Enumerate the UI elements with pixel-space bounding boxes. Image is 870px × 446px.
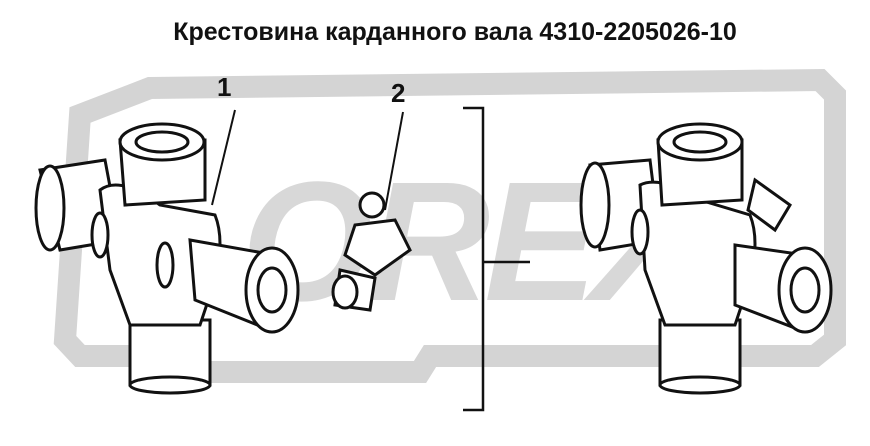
grease-fitting [331,191,412,312]
leader-line-2 [384,111,404,211]
callout-2: 2 [391,78,406,108]
callout-1: 1 [217,72,232,102]
leader-line-1 [211,109,236,206]
page-title: Крестовина карданного вала 4310-2205026-… [173,18,737,46]
assembly-bracket [463,106,530,412]
universal-joint-cross-right [579,122,833,395]
universal-joint-cross-left [34,122,300,395]
